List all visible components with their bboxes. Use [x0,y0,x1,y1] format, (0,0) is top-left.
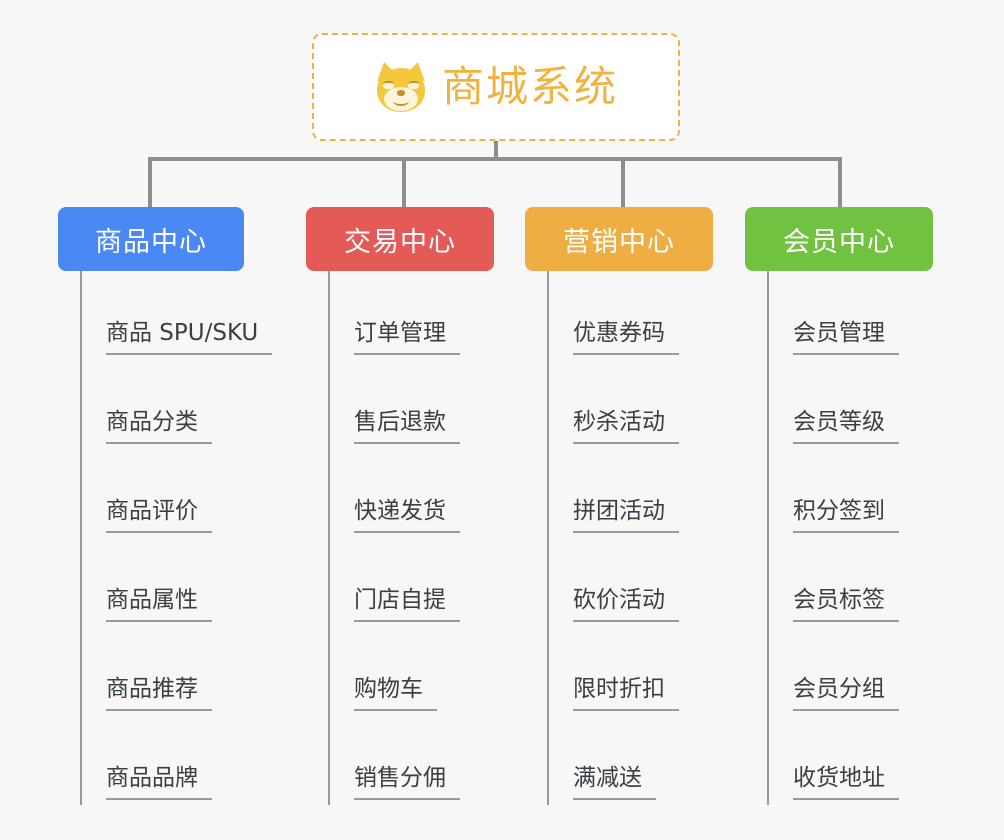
branch-items-3: 优惠券码 秒杀活动 拼团活动 砍价活动 限时折扣 满减送 [547,271,713,805]
connector-root-stem [494,141,498,159]
leaf-label: 门店自提 [354,587,460,622]
leaf-item[interactable]: 快递发货 [330,449,494,538]
leaf-label: 优惠券码 [573,320,679,355]
leaf-label: 商品 SPU/SKU [106,320,273,355]
leaf-item[interactable]: 限时折扣 [549,627,713,716]
branch-column-2: 交易中心 订单管理 售后退款 快递发货 门店自提 购物车 销售分佣 [306,207,494,805]
leaf-label: 快递发货 [354,498,460,533]
leaf-label: 满减送 [573,765,656,800]
leaf-item[interactable]: 会员标签 [769,538,933,627]
leaf-item[interactable]: 商品 SPU/SKU [82,271,273,360]
leaf-label: 秒杀活动 [573,409,679,444]
leaf-label: 收货地址 [793,765,899,800]
branch-column-1: 商品中心 商品 SPU/SKU 商品分类 商品评价 商品属性 商品推荐 商品品牌 [58,207,273,805]
leaf-label: 积分签到 [793,498,899,533]
leaf-label: 拼团活动 [573,498,679,533]
root-node[interactable]: 商城系统 [312,33,680,141]
leaf-item[interactable]: 销售分佣 [330,716,494,805]
leaf-item[interactable]: 会员管理 [769,271,933,360]
leaf-item[interactable]: 会员等级 [769,360,933,449]
leaf-item[interactable]: 收货地址 [769,716,933,805]
leaf-label: 会员标签 [793,587,899,622]
leaf-item[interactable]: 满减送 [549,716,713,805]
branch-column-3: 营销中心 优惠券码 秒杀活动 拼团活动 砍价活动 限时折扣 满减送 [525,207,713,805]
leaf-label: 售后退款 [354,409,460,444]
connector-drop-3 [621,157,625,207]
leaf-label: 会员分组 [793,676,899,711]
leaf-item[interactable]: 商品属性 [82,538,244,627]
leaf-item[interactable]: 商品评价 [82,449,244,538]
leaf-item[interactable]: 会员分组 [769,627,933,716]
leaf-item[interactable]: 门店自提 [330,538,494,627]
leaf-item[interactable]: 砍价活动 [549,538,713,627]
leaf-label: 商品推荐 [106,676,212,711]
branch-items-4: 会员管理 会员等级 积分签到 会员标签 会员分组 收货地址 [767,271,933,805]
leaf-label: 砍价活动 [573,587,679,622]
leaf-label: 订单管理 [354,320,460,355]
branch-column-4: 会员中心 会员管理 会员等级 积分签到 会员标签 会员分组 收货地址 [745,207,933,805]
leaf-label: 销售分佣 [354,765,460,800]
leaf-item[interactable]: 拼团活动 [549,449,713,538]
leaf-item[interactable]: 购物车 [330,627,494,716]
branch-header-3[interactable]: 营销中心 [525,207,713,271]
branch-header-4[interactable]: 会员中心 [745,207,933,271]
branch-items-1: 商品 SPU/SKU 商品分类 商品评价 商品属性 商品推荐 商品品牌 [80,271,273,805]
leaf-label: 商品评价 [106,498,212,533]
leaf-item[interactable]: 商品品牌 [82,716,244,805]
leaf-item[interactable]: 积分签到 [769,449,933,538]
leaf-label: 会员管理 [793,320,899,355]
connector-drop-2 [402,157,406,207]
leaf-item[interactable]: 售后退款 [330,360,494,449]
leaf-item[interactable]: 秒杀活动 [549,360,713,449]
leaf-label: 商品品牌 [106,765,212,800]
leaf-item[interactable]: 商品推荐 [82,627,244,716]
leaf-item[interactable]: 商品分类 [82,360,244,449]
leaf-label: 购物车 [354,676,437,711]
root-title: 商城系统 [441,62,618,111]
branch-items-2: 订单管理 售后退款 快递发货 门店自提 购物车 销售分佣 [328,271,494,805]
leaf-label: 商品属性 [106,587,212,622]
leaf-item[interactable]: 订单管理 [330,271,494,360]
connector-drop-4 [838,157,842,207]
shiba-inu-dog-face-icon [373,59,429,113]
leaf-label: 会员等级 [793,409,899,444]
leaf-item[interactable]: 优惠券码 [549,271,713,360]
branch-header-2[interactable]: 交易中心 [306,207,494,271]
connector-horizontal-bus [148,157,840,161]
leaf-label: 商品分类 [106,409,212,444]
branch-header-1[interactable]: 商品中心 [58,207,244,271]
leaf-label: 限时折扣 [573,676,679,711]
connector-drop-1 [148,157,152,207]
